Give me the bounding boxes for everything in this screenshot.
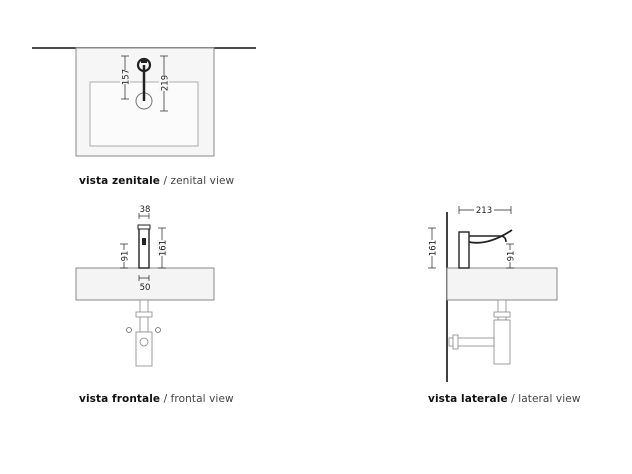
faucet-body-side xyxy=(458,231,470,269)
basin-outline-side xyxy=(446,267,558,301)
caption-front-en: frontal view xyxy=(170,393,234,405)
dim-38: 38 xyxy=(140,205,151,215)
dim-213: 213 xyxy=(476,206,492,216)
faucet-lever-top xyxy=(141,60,147,63)
siphon-outlet-side xyxy=(448,337,495,347)
faucet-body-front xyxy=(138,227,150,269)
caption-front-view: vista frontale / frontal view xyxy=(79,393,234,405)
dim-50: 50 xyxy=(140,283,151,293)
dim-91-front: 91 xyxy=(121,251,131,262)
dim-157: 157 xyxy=(122,69,132,85)
caption-side-en: lateral view xyxy=(518,393,581,405)
caption-front-it: vista frontale xyxy=(79,393,161,405)
caption-side-view: vista laterale / lateral view xyxy=(428,393,581,405)
caption-top-it: vista zenitale xyxy=(79,175,160,187)
caption-top-view: vista zenitale / zenital view xyxy=(79,175,235,187)
dim-219: 219 xyxy=(161,75,171,91)
dim-161-front: 161 xyxy=(159,240,169,256)
top-view-drawing: 157 219 xyxy=(32,47,256,157)
dim-91-side: 91 xyxy=(507,251,517,262)
basin-outline-front xyxy=(75,267,215,301)
side-view-drawing: 213 161 91 xyxy=(427,204,558,382)
front-view-drawing: 38 91 161 50 xyxy=(75,205,215,367)
siphon-trap-front xyxy=(135,331,153,367)
siphon-trap-side xyxy=(493,319,511,365)
faucet-lever-side xyxy=(468,229,513,244)
caption-top-en: zenital view xyxy=(170,175,235,187)
caption-side-it: vista laterale xyxy=(428,393,508,405)
dim-161-side: 161 xyxy=(429,240,439,256)
